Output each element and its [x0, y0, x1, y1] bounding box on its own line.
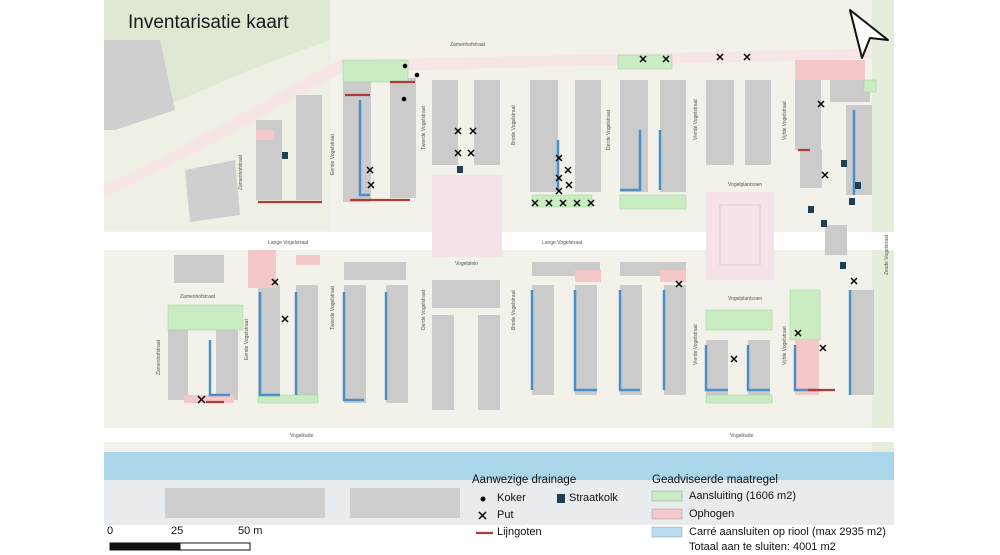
street-label: Derde Vogelstraat — [421, 289, 427, 330]
street-label: Brede Vogelstraat — [511, 290, 517, 330]
scale-label-25: 25 — [171, 525, 184, 537]
street-label: Lange Vogelstraat — [542, 240, 583, 246]
legend-swatch-carre — [651, 526, 683, 538]
street-label: Zamenhofstraat — [238, 154, 244, 190]
legend-carre-label: Carré aansluiten op riool (max 2935 m2) — [689, 526, 886, 538]
street-label: Lange Vogelstraat — [268, 240, 309, 246]
green-area — [872, 0, 894, 460]
legend-totaal-label: Totaal aan te sluiten: 4001 m2 — [689, 541, 836, 553]
scale-label-0: 0 — [107, 525, 114, 537]
block-group-top — [256, 78, 872, 202]
street-label: Zamenhofstraat — [156, 339, 162, 375]
legend-put-cross — [478, 511, 487, 520]
street-label: Zamenhofstraat — [450, 42, 486, 48]
legend-aansluiting-label: Aansluiting (1606 m2) — [689, 490, 797, 502]
building-block — [104, 40, 175, 130]
straatkolk-markers — [282, 152, 861, 269]
street-label: Vogelplantsoen — [728, 182, 762, 188]
street-label: Vierde Vogelstraat — [693, 99, 699, 140]
legend-swatch-ophogen — [651, 508, 683, 520]
street-label: Vogelplantsoen — [728, 296, 762, 302]
street-label: Vogelkade — [730, 433, 754, 439]
street-label: Eerste Vogelstraat — [244, 319, 250, 360]
street-label: Brede Vogelstraat — [511, 105, 517, 145]
map-title: Inventarisatie kaart — [128, 12, 289, 33]
building-strip — [165, 488, 325, 518]
legend-drainage-heading: Aanwezige drainage — [472, 474, 577, 486]
street-label: Eerste Vogelstraat — [330, 134, 336, 175]
legend-lijngoten-label: Lijngoten — [497, 526, 542, 538]
legend-swatch-aansluiting — [651, 490, 683, 502]
legend-koker-dot — [480, 496, 486, 502]
aansluiting-areas — [167, 54, 877, 404]
street-label: Vijfde Vogelstraat — [782, 326, 788, 365]
scale-bar-outline — [109, 542, 251, 551]
ophogen-areas — [184, 60, 865, 403]
building-block — [185, 160, 240, 222]
street-label: Vogelplein — [455, 261, 478, 267]
koker-markers — [401, 63, 420, 102]
street-label: Derde Vogelstraat — [606, 109, 612, 150]
carre-lines — [208, 100, 856, 402]
street-label: Zamenhofstraat — [180, 294, 216, 300]
square-inner — [719, 204, 761, 266]
scale-bar-black-1 — [110, 543, 180, 550]
legend-straatkolk-square — [557, 494, 565, 503]
street-label: Vijfde Vogelstraat — [782, 101, 788, 140]
legend-put-label: Put — [497, 509, 514, 521]
north-arrow-icon — [849, 9, 889, 59]
scale-bar-white — [179, 542, 251, 551]
canal — [104, 452, 894, 480]
street-label: Vogelkade — [290, 433, 314, 439]
legend-ophogen-label: Ophogen — [689, 508, 735, 520]
road — [104, 48, 894, 197]
legend-measures-heading: Geadviseerde maatregel — [652, 474, 778, 486]
road — [104, 428, 894, 442]
building-strip — [350, 488, 460, 518]
street-labels: Zamenhofstraat Lange Vogelstraat Lange V… — [156, 42, 890, 439]
put-markers — [197, 53, 858, 404]
legend-straatkolk-label: Straatkolk — [569, 492, 618, 504]
legend-koker-label: Koker — [497, 492, 526, 504]
street-label: Vierde Vogelstraat — [693, 324, 699, 365]
street-label: Zesde Vogelstraat — [884, 234, 890, 275]
square — [432, 175, 502, 257]
street-label: Tweede Vogelstraat — [330, 285, 336, 330]
street-label: Tweede Vogelstraat — [421, 105, 427, 150]
scale-label-50: 50 m — [238, 525, 263, 537]
lijngoten-lines — [206, 80, 835, 404]
